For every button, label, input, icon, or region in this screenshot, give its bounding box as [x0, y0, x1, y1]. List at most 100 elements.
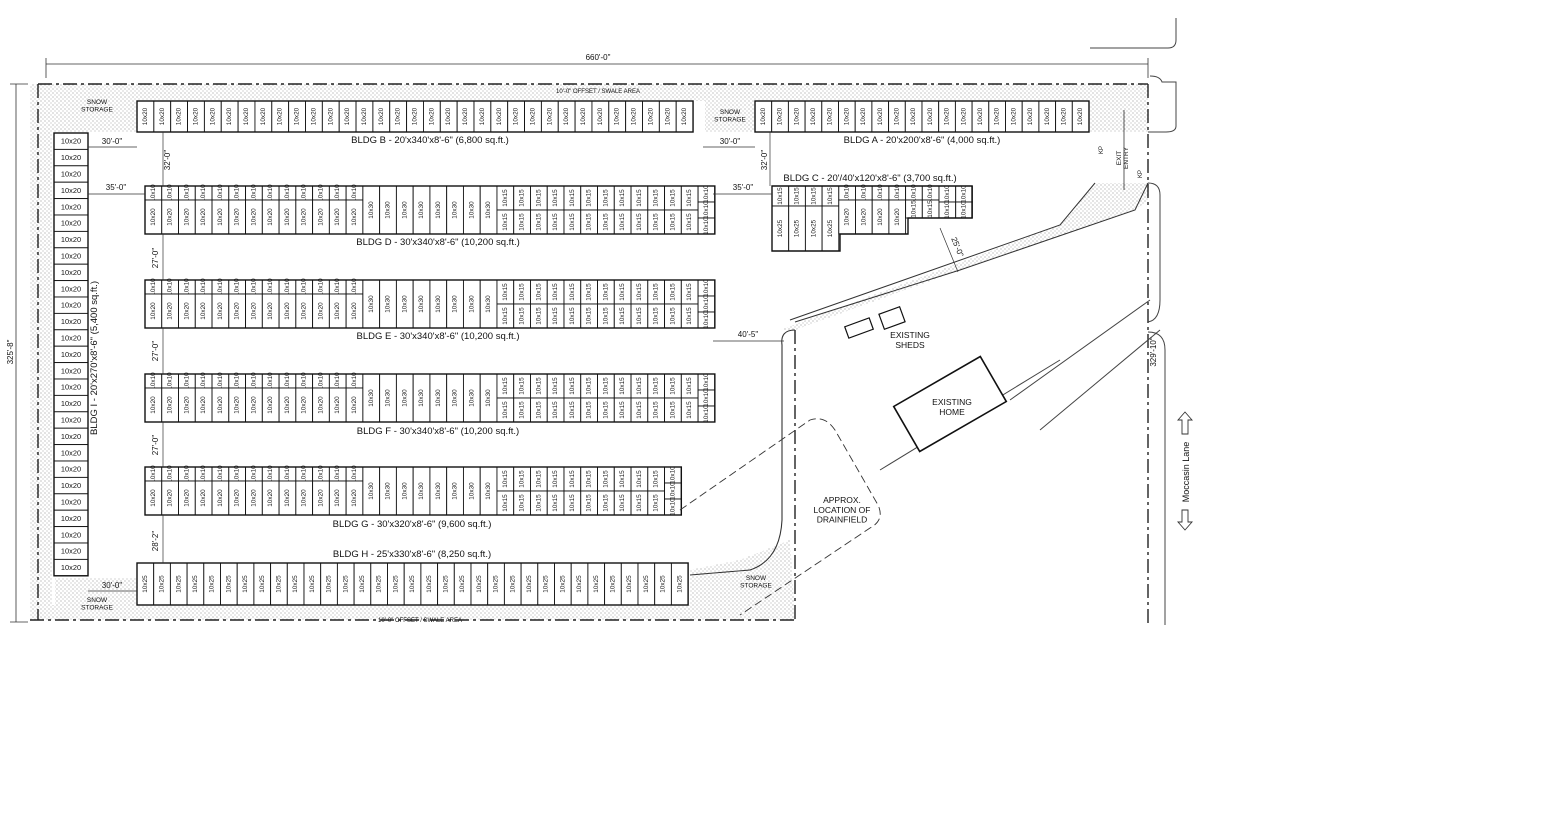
bldg-e-unit: 10x15 — [680, 279, 699, 305]
bldg-h-unit: 10x25 — [470, 562, 489, 606]
bldg-g-unit: 10x15 — [580, 490, 598, 516]
unit-size-label: 10x25 — [409, 575, 416, 593]
bldg-g-outline — [144, 466, 683, 516]
bldg-g-label: BLDG G - 30'x320'x8'-6" (9,600 sq.ft.) — [333, 519, 492, 530]
bldg-b-unit: 10x20 — [406, 100, 424, 133]
unit-size-label: 10x30 — [418, 389, 425, 407]
bldg-d-unit: 10x10 — [697, 201, 716, 219]
bldg-b-unit: 10x20 — [372, 100, 391, 133]
bldg-d-unit: 10x20 — [228, 199, 247, 235]
unit-size-label: 10x15 — [910, 200, 917, 218]
unit-size-label: 10x20 — [267, 396, 274, 414]
bldg-h-unit: 10x25 — [503, 562, 522, 606]
bldg-d-unit: 10x15 — [597, 185, 615, 211]
unit-size-label: 10x10 — [703, 373, 710, 391]
unit-size-label: 10x30 — [435, 295, 442, 313]
bldg-a-unit: 10x20 — [871, 100, 890, 133]
bldg-d-unit: 10x15 — [613, 185, 632, 211]
unit-size-label: 10x20 — [284, 302, 291, 320]
bldg-f-unit: 10x15 — [664, 397, 682, 423]
unit-size-label: 10x20 — [301, 489, 308, 507]
unit-size-label: 10x20 — [344, 107, 351, 125]
bldg-h-unit: 10x25 — [420, 562, 439, 606]
unit-size-label: 10x30 — [435, 482, 442, 500]
unit-size-label: 10x30 — [452, 201, 459, 219]
bldg-g-unit: 10x20 — [328, 480, 347, 516]
bldg-e-unit: 10x15 — [647, 279, 666, 305]
unit-size-label: 10x20 — [167, 396, 174, 414]
unit-size-label: 10x15 — [602, 401, 609, 419]
bldg-g-unit: 10x15 — [513, 466, 531, 492]
unit-size-label: 10x25 — [609, 575, 616, 593]
bldg-i-unit: 10x20 — [53, 280, 89, 298]
bldg-i-label: BLDG I - 20'x270'x8'-6" (5,400 sq.ft.) — [89, 281, 100, 435]
bldg-d-unit: 10x20 — [194, 199, 213, 235]
overall-dimensions — [10, 58, 1149, 623]
unit-size-label: 10x30 — [385, 482, 392, 500]
bldg-b-unit: 10x20 — [220, 100, 239, 133]
unit-size-label: 10x15 — [810, 187, 817, 205]
property-boundary — [30, 83, 1149, 625]
unit-size-label: 10x25 — [827, 219, 834, 237]
unit-size-label: 10x20 — [496, 107, 503, 125]
bldg-i-unit: 10x20 — [53, 542, 89, 560]
bldg-h-unit: 10x25 — [637, 562, 656, 606]
bldg-c-outline — [771, 185, 973, 252]
swale-areas — [30, 84, 1148, 620]
bldg-e-unit: 10x15 — [546, 279, 565, 305]
unit-size-label: 10x30 — [452, 482, 459, 500]
bldg-d-unit: 10x15 — [647, 185, 666, 211]
unit-size-label: 10x25 — [676, 575, 683, 593]
unit-size-label: 10x15 — [686, 213, 693, 231]
bldg-f-unit: 10x20 — [178, 387, 196, 423]
unit-size-label: 10x15 — [569, 283, 576, 301]
bldg-e-unit: 10x15 — [530, 279, 548, 305]
unit-size-label: 10x20 — [647, 107, 654, 125]
unit-size-label: 10x25 — [643, 575, 650, 593]
unit-size-label: 10x15 — [794, 187, 801, 205]
unit-size-label: 10x20 — [310, 107, 317, 125]
bldg-d-unit: 10x15 — [664, 209, 682, 235]
unit-size-label: 10x20 — [61, 252, 81, 261]
unit-size-label: 10x20 — [61, 481, 81, 490]
bldg-g-unit: 10x15 — [647, 466, 666, 492]
unit-size-label: 10x20 — [226, 107, 233, 125]
unit-size-label: 10x20 — [260, 107, 267, 125]
bldg-b-unit: 10x20 — [439, 100, 458, 133]
offset-label-bottom: 10'-0" OFFSET / SWALE AREA — [378, 618, 462, 624]
bldg-f-unit: 10x20 — [245, 387, 263, 423]
bldg-c-unit: 10x10 — [938, 185, 957, 203]
bldg-a-unit: 10x20 — [854, 100, 873, 133]
bldg-f-unit: 10x15 — [546, 397, 565, 423]
unit-size-label: 10x15 — [519, 189, 526, 207]
bldg-f-unit: 10x20 — [211, 387, 230, 423]
unit-size-label: 10x15 — [535, 189, 542, 207]
bldg-b-unit: 10x20 — [423, 100, 441, 133]
bldg-e-unit: 10x15 — [680, 303, 699, 329]
unit-size-label: 10x10 — [301, 465, 308, 483]
bldg-f-unit: 10x15 — [647, 373, 666, 399]
unit-size-label: 10x30 — [401, 482, 408, 500]
entry-label: ENTRY — [1123, 146, 1130, 169]
bldg-h-unit: 10x25 — [620, 562, 639, 606]
bldg-f-unit: 10x15 — [530, 373, 548, 399]
unit-size-label: 10x20 — [893, 107, 900, 125]
bldg-d-unit: 10x30 — [362, 185, 381, 235]
bldg-d-unit: 10x15 — [680, 185, 699, 211]
bldg-d-unit: 10x15 — [647, 209, 666, 235]
bldg-b-unit: 10x20 — [456, 100, 475, 133]
unit-size-label: 10x15 — [669, 189, 676, 207]
bldg-b-label: BLDG B - 20'x340'x8'-6" (6,800 sq.ft.) — [351, 135, 509, 146]
bldg-e-unit: 10x30 — [446, 279, 464, 329]
swale-entry-strip — [780, 183, 1148, 330]
dim-overall-height: 325'-8" — [6, 339, 15, 364]
bldg-f-unit: 10x20 — [161, 387, 179, 423]
unit-size-label: 10x30 — [452, 389, 459, 407]
unit-size-label: 10x25 — [576, 575, 583, 593]
bldg-e-unit: 10x15 — [630, 303, 649, 329]
bldg-e-unit: 10x15 — [597, 279, 615, 305]
unit-size-label: 10x10 — [317, 278, 324, 296]
unit-size-label: 10x20 — [334, 208, 341, 226]
